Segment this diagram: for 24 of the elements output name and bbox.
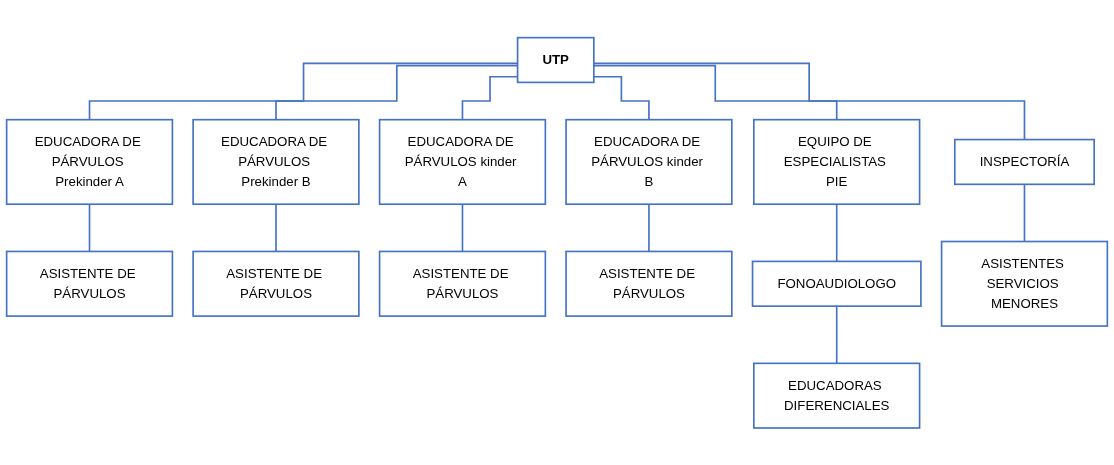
node-box: EDUCADORAS DIFERENCIALES bbox=[753, 362, 921, 429]
connector bbox=[835, 305, 838, 364]
connector bbox=[275, 203, 277, 252]
connector bbox=[1023, 183, 1026, 242]
node-box: FONOAUDIOLOGO bbox=[751, 260, 922, 307]
node-box: ASISTENTES SERVICIOS MENORES bbox=[940, 240, 1109, 327]
node-box: ASISTENTE DE PÁRVULOS bbox=[565, 250, 733, 317]
node-box: ASISTENTE DE PÁRVULOS bbox=[5, 250, 174, 317]
connector bbox=[461, 203, 464, 252]
connector bbox=[593, 64, 838, 121]
node-box: EQUIPO DE ESPECIALISTAS PIE bbox=[753, 118, 921, 205]
node-box: EDUCADORA DE PÁRVULOS Prekinder A bbox=[5, 118, 174, 205]
node-box: INSPECTORÍA bbox=[953, 138, 1095, 185]
node-box: EDUCADORA DE PÁRVULOS kinder A bbox=[378, 118, 547, 205]
node-box: EDUCADORA DE PÁRVULOS kinder B bbox=[565, 118, 733, 205]
node-box: EDUCADORA DE PÁRVULOS Prekinder B bbox=[192, 118, 360, 205]
node-box: ASISTENTE DE PÁRVULOS bbox=[378, 250, 547, 317]
connector bbox=[835, 203, 838, 262]
connector bbox=[648, 203, 650, 252]
connector bbox=[88, 203, 91, 252]
connector bbox=[593, 62, 1026, 141]
node-box: ASISTENTE DE PÁRVULOS bbox=[192, 250, 360, 317]
node-box: UTP bbox=[516, 36, 595, 83]
connector bbox=[593, 75, 650, 121]
